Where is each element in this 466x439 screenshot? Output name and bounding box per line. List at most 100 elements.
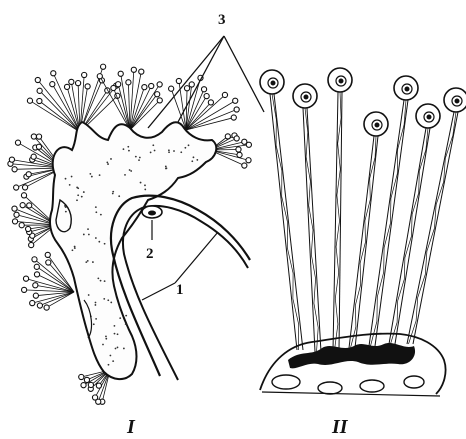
stipple-dot <box>125 315 127 317</box>
stipple-dot <box>95 302 97 304</box>
stipple-dot <box>87 260 89 262</box>
stipple-dot <box>105 336 107 338</box>
stalk-line <box>389 128 426 344</box>
leader-line-thread <box>175 232 218 283</box>
stipple-dot <box>129 169 131 171</box>
tentacle-knob <box>82 72 87 77</box>
stipple-dot <box>118 195 120 197</box>
stipple-dot <box>100 214 102 216</box>
stipple-dot <box>77 194 79 196</box>
tentacle-knob <box>64 84 69 89</box>
tentacle-knob <box>51 71 56 76</box>
tentacle-knob <box>29 242 34 247</box>
tentacle-knob <box>184 86 189 91</box>
leader-line-cilia <box>224 36 264 112</box>
long-stalks <box>260 68 466 352</box>
tentacle-knob <box>37 88 42 93</box>
tentacle-knob <box>139 69 144 74</box>
tentacle-knob <box>34 264 39 269</box>
tentacle-knob <box>155 92 160 97</box>
tentacle-knob <box>242 163 247 168</box>
stipple-dot <box>123 348 125 350</box>
stipple-dot <box>103 298 105 300</box>
tentacle-knob <box>116 82 121 87</box>
stipple-dot <box>166 167 168 169</box>
tentacle-knob <box>157 82 162 87</box>
tentacle-knob <box>222 92 227 97</box>
stipple-dot <box>114 325 116 327</box>
tentacle-knob <box>45 252 50 257</box>
stipple-dot <box>104 243 106 245</box>
panel-two-cilia-detail: II <box>260 68 466 438</box>
tentacle-knob <box>96 383 101 388</box>
tentacle-knob <box>234 107 239 112</box>
stalk-head-dot <box>271 81 275 85</box>
stipple-dot <box>107 163 109 165</box>
base-dark-band <box>288 343 415 368</box>
stipple-dot <box>140 182 142 184</box>
tentacle-knob <box>101 64 106 69</box>
tentacle-knob <box>44 305 49 310</box>
stalk-line <box>270 94 297 350</box>
label-nucleus: 2 <box>146 246 154 262</box>
stipple-dot <box>110 355 112 357</box>
tentacle-knob <box>85 84 90 89</box>
tentacle-knob <box>22 185 27 190</box>
stipple-dot <box>65 211 67 213</box>
tentacle-knob <box>15 140 20 145</box>
stalk-line <box>413 112 458 344</box>
tentacle-knob <box>37 98 42 103</box>
stipple-dot <box>112 193 114 195</box>
label-panel-two: II <box>331 416 349 438</box>
stalk-head-dot <box>375 123 379 127</box>
tentacle-knob <box>32 257 37 262</box>
tentacle-stalk <box>130 100 160 130</box>
nucleus-core <box>148 211 156 216</box>
tentacle-knob <box>26 226 31 231</box>
stipple-dot <box>72 249 74 251</box>
stipple-dot <box>123 148 125 150</box>
stipple-dot <box>89 173 91 175</box>
tentacle-knob <box>126 80 131 85</box>
stipple-dot <box>152 144 154 146</box>
stalk-head-dot <box>405 87 409 91</box>
tentacle-knob <box>37 303 42 308</box>
tentacle-knob <box>23 276 28 281</box>
tentacle-knob <box>204 94 209 99</box>
stalk-head-dot <box>427 115 431 119</box>
stipple-dot <box>99 174 101 176</box>
tentacle-knob <box>69 79 74 84</box>
stalk-head-dot <box>455 99 459 103</box>
tentacle-knob <box>118 71 123 76</box>
stipple-dot <box>95 304 97 306</box>
stipple-dot <box>196 159 198 161</box>
stalk-line <box>355 136 378 348</box>
tentacle-knob <box>169 86 174 91</box>
tentacle-knob <box>14 185 19 190</box>
tentacle-knob <box>35 77 40 82</box>
stipple-dot <box>127 146 129 148</box>
stalk-line <box>333 92 338 350</box>
tentacle-knob <box>233 98 238 103</box>
tentacle-knob <box>30 300 35 305</box>
stipple-dot <box>173 150 175 152</box>
stalk-fiber <box>391 128 429 344</box>
stipple-dot <box>119 317 121 319</box>
stipple-dot <box>105 338 107 340</box>
tentacle-knob <box>189 82 194 87</box>
stipple-dot <box>168 151 170 153</box>
stipple-dot <box>191 160 193 162</box>
tentacle-knob <box>97 74 102 79</box>
stipple-dot <box>128 150 130 152</box>
tentacle-knob <box>234 136 239 141</box>
stipple-dot <box>95 211 97 213</box>
tentacle-knob <box>21 193 26 198</box>
tentacle-knob <box>246 158 251 163</box>
label-thread: 1 <box>176 282 184 298</box>
stipple-dot <box>112 191 114 193</box>
stalk-fiber <box>351 136 377 348</box>
stipple-dot <box>65 178 67 180</box>
stipple-dot <box>85 261 87 263</box>
stipple-dot <box>107 299 109 301</box>
stipple-dot <box>125 323 127 325</box>
